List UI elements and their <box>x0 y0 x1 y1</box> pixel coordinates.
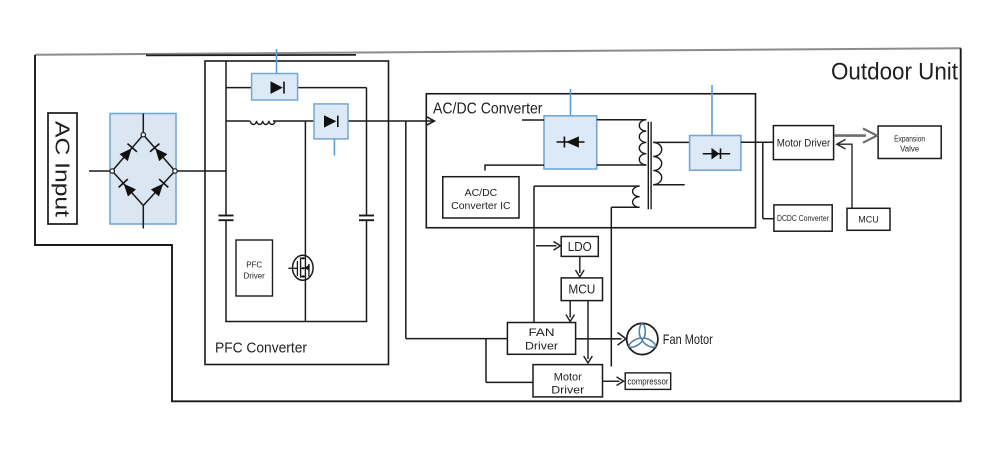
svg-text:PFC Converter: PFC Converter <box>215 340 307 357</box>
svg-text:PFC: PFC <box>246 261 262 270</box>
svg-text:Fan Motor: Fan Motor <box>663 331 713 347</box>
svg-text:Motor Driver: Motor Driver <box>777 137 831 149</box>
svg-text:FAN: FAN <box>529 327 555 339</box>
svg-text:AC Input: AC Input <box>51 121 73 218</box>
svg-text:DCDC Converter: DCDC Converter <box>777 214 829 223</box>
svg-text:Valve: Valve <box>900 145 920 154</box>
svg-text:Driver: Driver <box>551 385 584 397</box>
svg-text:MCU: MCU <box>858 214 879 224</box>
svg-text:Expansion: Expansion <box>894 135 925 144</box>
svg-text:Converter IC: Converter IC <box>451 200 511 212</box>
svg-text:compressor: compressor <box>627 376 668 386</box>
svg-text:Motor: Motor <box>554 372 582 384</box>
svg-text:Driver: Driver <box>244 272 266 281</box>
svg-text:Driver: Driver <box>525 341 558 353</box>
svg-text:Outdoor Unit: Outdoor Unit <box>831 59 958 86</box>
svg-text:LDO: LDO <box>568 239 592 254</box>
svg-text:AC/DC: AC/DC <box>465 187 498 199</box>
svg-text:AC/DC Converter: AC/DC Converter <box>433 101 543 118</box>
svg-text:MCU: MCU <box>568 282 595 297</box>
